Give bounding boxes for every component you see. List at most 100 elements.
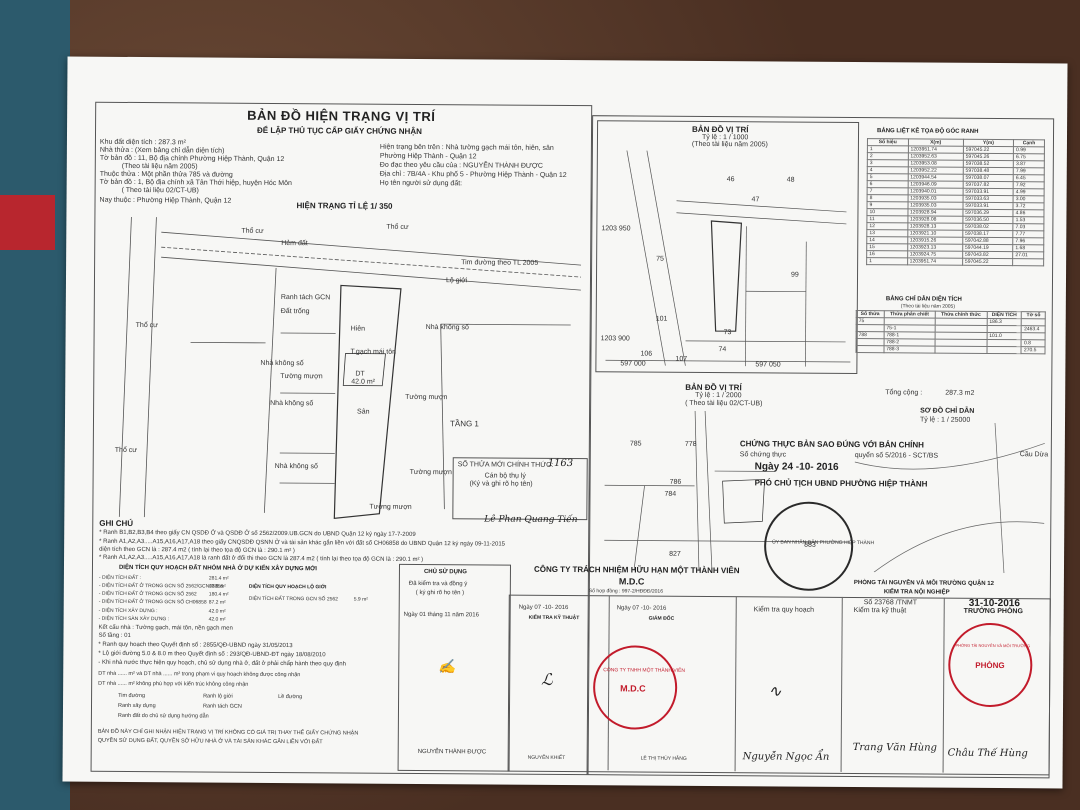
table-cell: 1203928.08 [907,215,963,224]
table-cell: 1203951.74 [907,145,964,154]
background-cloth [0,0,70,810]
table-cell: 597036.29 [962,209,1014,217]
parcel-106: 106 [640,350,653,358]
parcel-47: 47 [751,196,760,204]
ubnd-stamp: ỦY BAN NHÂN DÂN PHƯỜNG HIỆP THÀNH [763,501,874,592]
col1-date: Ngày 07 -10- 2016 [518,604,569,612]
table-cell: 597045.26 [963,153,1014,161]
area-table-title: BẢNG CHỈ DẪN DIỆN TÍCH [885,296,962,303]
table-cell [986,346,1022,354]
table-cell: 597038.02 [962,223,1014,231]
legend-le-duong: Lề đường [278,694,303,701]
owner-date: Ngày 01 tháng 11 năm 2016 [403,611,479,619]
legend-ranh-dat: Ranh đất do chủ sử dụng hướng dẫn [117,712,209,720]
document-sheet: BẢN ĐỒ HIỆN TRẠNG VỊ TRÍ ĐỂ LẬP THỦ TỤC … [62,56,1068,789]
sign2-name: Trang Văn Hùng [852,742,938,754]
label-tuong-muon-2: Tường mượn [405,393,448,402]
table-cell: 597043.82 [962,251,1013,259]
lo-gioi-title: DIỆN TÍCH QUY HOẠCH LỘ GIỚI [248,583,327,591]
company-short: M.D.C [618,576,645,587]
table-cell: 1203915.26 [907,236,963,245]
table-cell: 597042.88 [962,237,1013,245]
table-cell: 1203928.94 [907,208,963,217]
dept-line1: PHÒNG TÀI NGUYÊN VÀ MÔI TRƯỜNG QUẬN 12 [853,580,995,587]
notes-title: GHI CHÚ [99,518,134,528]
label-tho-cu-3: Thổ cư [135,322,158,330]
lo-gioi-value: 5.9 m² [353,596,368,603]
parcel-784: 784 [664,490,677,498]
table-cell: 1203952.63 [907,152,964,161]
table-cell: 2463.4 [1021,325,1046,333]
owner-name: NGUYỄN THÀNH ĐƯỢC [417,748,487,756]
label-tang1: TẦNG 1 [449,419,479,429]
table-cell: 1203940.01 [907,187,963,196]
info-address: Địa chỉ : 7B/4A - Khu phố 5 - Phường Hiệ… [379,170,567,180]
cert-pct: PHÓ CHỦ TỊCH UBND PHƯỜNG HIỆP THÀNH [754,478,928,489]
table-cell: 597036.50 [962,216,1014,224]
table-cell [855,345,884,353]
dt-row-value-5: 42.0 m² [208,608,226,615]
table-cell: 270.5 [1021,346,1046,354]
parcel-778: 778 [684,440,697,448]
company-name: CÔNG TY TRÁCH NHIỆM HỮU HẠN MỘT THÀNH VI… [533,564,740,576]
phong-stamp-ring: PHÒNG TÀI NGUYÊN VÀ MÔI TRƯỜNG [955,642,1030,649]
table-cell: 597033.63 [962,195,1014,203]
main-cadastral-map [118,216,582,520]
area-table-source: (Theo tài liệu năm 2005) [900,303,956,310]
location-map-bottom [604,410,850,572]
area-total-label: Tổng cộng : [885,389,923,397]
sign1-name: Nguyễn Ngọc Ẩn [742,751,830,763]
dt-row-label-5: - DIỆN TÍCH XÂY DỰNG : [98,607,158,615]
table-cell: 1203944.54 [907,173,964,182]
legend-ranh-xay-dung: Ranh xây dựng [117,702,156,710]
coord-left-bottom: 1203 900 [600,335,630,343]
location-map-top-title: BẢN ĐỒ VỊ TRÍ [692,124,749,135]
table-cell: 1203928.13 [907,222,963,231]
index-map [854,422,1045,574]
owner-title: CHỦ SỬ DỤNG [423,569,467,576]
main-map-scale: HIỆN TRẠNG TỈ LỆ 1/ 350 [296,201,393,211]
info-requester: Đo đạc theo yêu cầu của : NGUYỄN THÀNH Đ… [379,161,543,170]
col1-name: NGUYỄN KHIẾT [527,754,566,762]
coord-bottom-right: 597 050 [755,361,781,369]
officer-signature: Lê Phan Quang Tiến [484,514,578,526]
label-tho-cu-1: Thổ cư [241,227,264,235]
sign1-mark: ∿ [768,681,782,701]
location-map-top-source: (Theo tài liệu năm 2005) [691,140,768,149]
table-cell: 788-3 [883,345,935,354]
label-tgach: T.gạch mái tôn [350,348,397,356]
dt-row-label-4: - DIỆN TÍCH ĐẤT Ở TRONG GCN SỐ CH06858 [98,598,207,606]
mdc-stamp: CÔNG TY TNHH MỘT THÀNH VIÊN M.D.C [592,645,685,730]
dt-row-label-6: - DIỆN TÍCH SÀN XÂY DỰNG : [98,615,170,623]
new-parcel-value: 1163 [547,457,574,470]
legend-ranh-tach: Ranh tách GCN [202,703,242,710]
table-cell: 597033.91 [962,202,1014,210]
parcel-75: 75 [656,255,664,263]
table-cell: 597033.91 [962,188,1014,196]
info-source-2: ( Theo tài liệu 02/CT-UB) [121,186,199,195]
col1-signature: ℒ [541,669,553,689]
table-cell: 1203921.10 [907,229,963,238]
location-map-top [605,150,851,367]
coord-table-title: BẢNG LIỆT KÊ TỌA ĐỘ GÓC RANH [877,128,979,135]
coord-left-top: 1203 950 [601,225,631,233]
table-cell: 597037.82 [962,181,1014,189]
extra-7: DT nhà ...... m² không phù hợp với kiến … [98,680,249,688]
table-header-cell: Số thửa [856,310,885,318]
table-cell: 597038.07 [962,174,1014,182]
col1-role: KIỂM TRA KỸ THUẬT [528,614,580,622]
info-source: (Theo tài liệu năm 2005) [121,162,198,171]
location-map-bottom-scale: Tỷ lệ : 1 / 2000 [695,391,742,400]
col2-role: GIÁM ĐỐC [648,615,675,622]
label-tuong-muon-3: Tường mượn [409,468,452,477]
table-cell: 1203924.75 [907,250,963,259]
officer-sign-note: (Ký và ghi rõ họ tên) [469,480,533,488]
table-header-cell: Thửa phân chiết [883,310,935,319]
dt-row-value-2: 13.8 m² [208,583,226,590]
parcel-107: 107 [675,355,688,363]
label-lo-gioi: Lộ giới [445,277,468,285]
label-tho-cu-2: Thổ cư [386,223,409,231]
info-parcel: Thuộc thửa : Một phần thửa 785 và đường [99,170,233,179]
